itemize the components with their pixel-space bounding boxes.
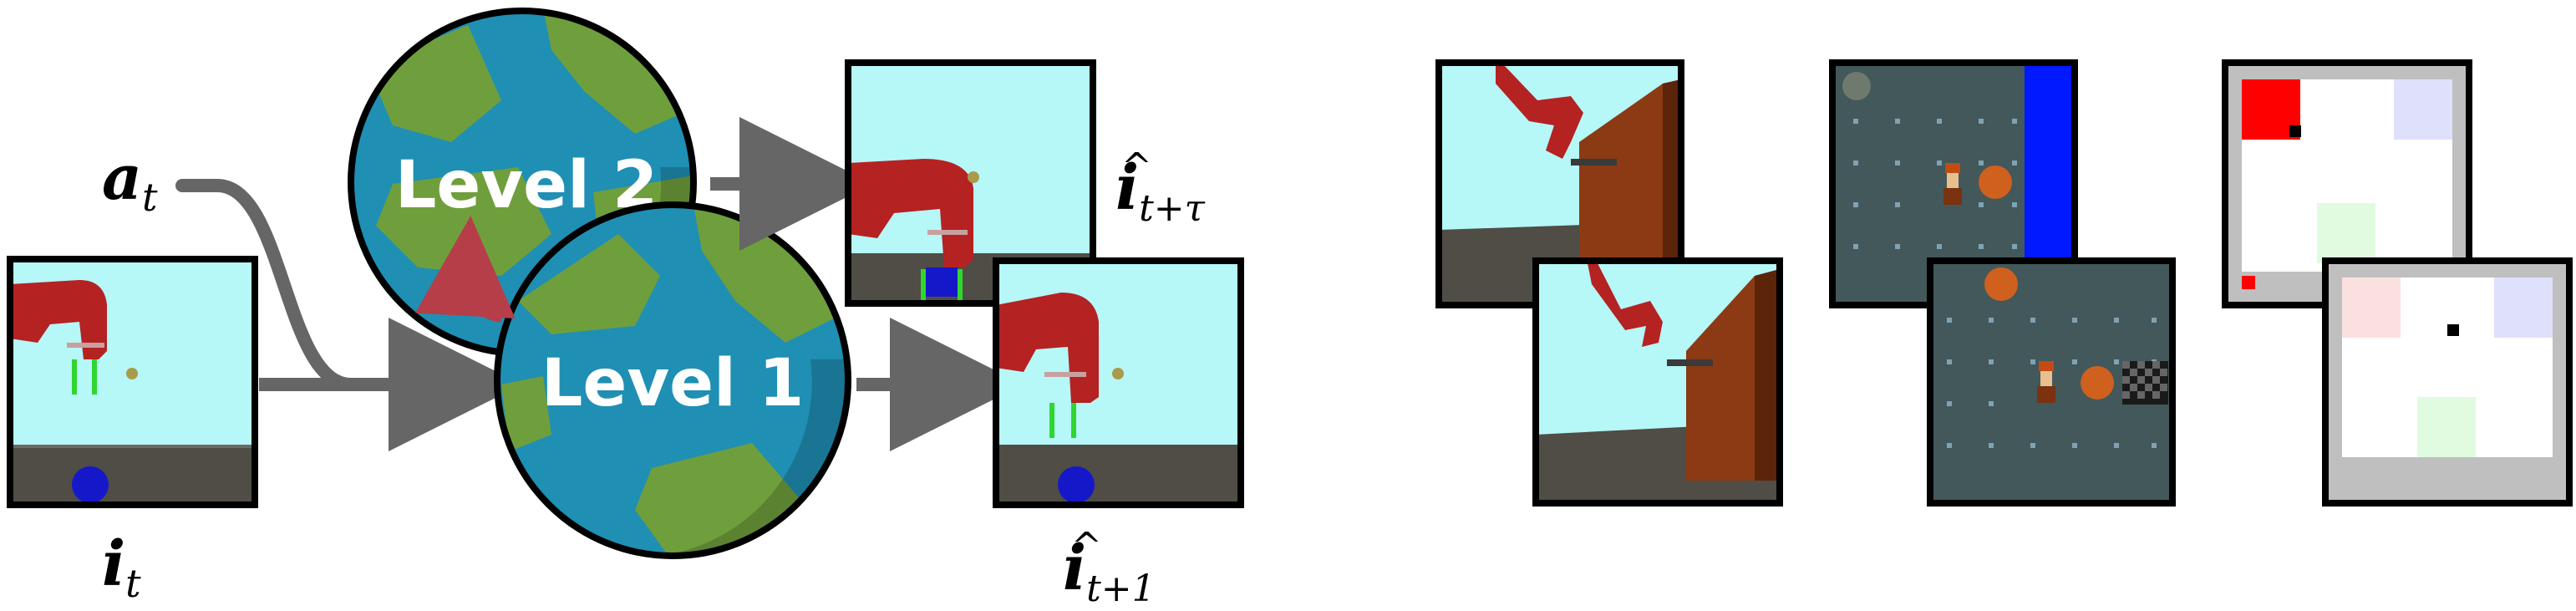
- target-dot: [126, 368, 138, 379]
- robot-arm: [848, 159, 973, 267]
- robot-arm: [1496, 65, 1583, 159]
- player-sprite: [1943, 163, 1962, 205]
- action-label: at: [102, 142, 158, 220]
- svg-text:it+τ: it+τ: [1115, 152, 1206, 230]
- player-sprite: [2037, 361, 2055, 403]
- boulder: [1984, 267, 2018, 301]
- game-frame-front: [1927, 257, 2176, 507]
- input-label: it: [102, 528, 141, 606]
- level-1-label: Level 1: [541, 346, 805, 421]
- hierarchical-model-diagram: at it: [7, 8, 1244, 610]
- environment-pixel-game: [1829, 59, 2176, 507]
- action-connector: [175, 179, 358, 391]
- grid-frame-front: [2322, 257, 2573, 507]
- boulder: [2081, 366, 2114, 400]
- svg-text:^: ^: [1121, 145, 1152, 188]
- prediction-long-label: ^ it+τ: [1115, 145, 1206, 230]
- exit-checker: [2122, 361, 2168, 405]
- robot-arm: [1588, 263, 1663, 347]
- prediction-frame-next: [993, 257, 1244, 508]
- environment-grid-world: [2222, 59, 2573, 507]
- level-2-label: Level 2: [395, 148, 658, 223]
- level-1-planet: Level 1: [494, 201, 851, 559]
- svg-text:^: ^: [1071, 525, 1102, 568]
- feedback-arrow: [414, 216, 516, 323]
- blue-ball: [1058, 466, 1095, 503]
- door-frame-front: [1532, 257, 1783, 507]
- robot-arm: [10, 280, 107, 359]
- boulder: [1979, 165, 2012, 199]
- prediction-next-label: ^ it+1: [1063, 525, 1156, 610]
- environment-door: [1435, 59, 1783, 507]
- input-frame: [7, 256, 258, 508]
- blue-ball: [72, 466, 109, 503]
- svg-text:it+1: it+1: [1063, 532, 1156, 610]
